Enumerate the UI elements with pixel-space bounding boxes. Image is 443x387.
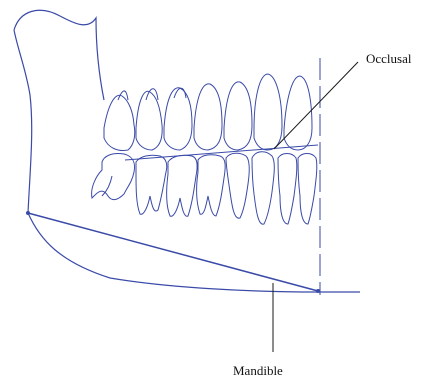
gonion-point <box>26 211 30 215</box>
lower-tooth <box>226 153 249 218</box>
lower-tooth <box>252 152 274 224</box>
lower-tooth <box>136 155 167 214</box>
upper-tooth <box>164 88 192 150</box>
upper-tooth <box>136 91 162 150</box>
jaw-outline <box>14 10 360 292</box>
lower-tooth <box>102 176 112 196</box>
upper-tooth <box>254 74 282 150</box>
occlusal-label: Occlusal <box>366 52 411 65</box>
upper-tooth <box>224 82 252 150</box>
lower-tooth <box>197 155 226 216</box>
upper-tooth <box>284 76 312 150</box>
upper-tooth <box>104 95 135 150</box>
menton-point <box>316 289 320 293</box>
mandibular-plane-line <box>28 213 318 291</box>
upper-tooth <box>118 91 128 100</box>
lower-tooth <box>278 154 297 225</box>
mandible-label: Mandible <box>233 364 283 377</box>
upper-teeth <box>104 74 312 151</box>
upper-tooth <box>174 88 186 98</box>
lower-tooth <box>92 153 135 199</box>
lower-tooth <box>298 154 317 225</box>
lower-tooth <box>167 155 198 216</box>
upper-tooth <box>146 89 158 100</box>
lower-teeth <box>92 152 317 224</box>
upper-tooth <box>194 84 222 150</box>
